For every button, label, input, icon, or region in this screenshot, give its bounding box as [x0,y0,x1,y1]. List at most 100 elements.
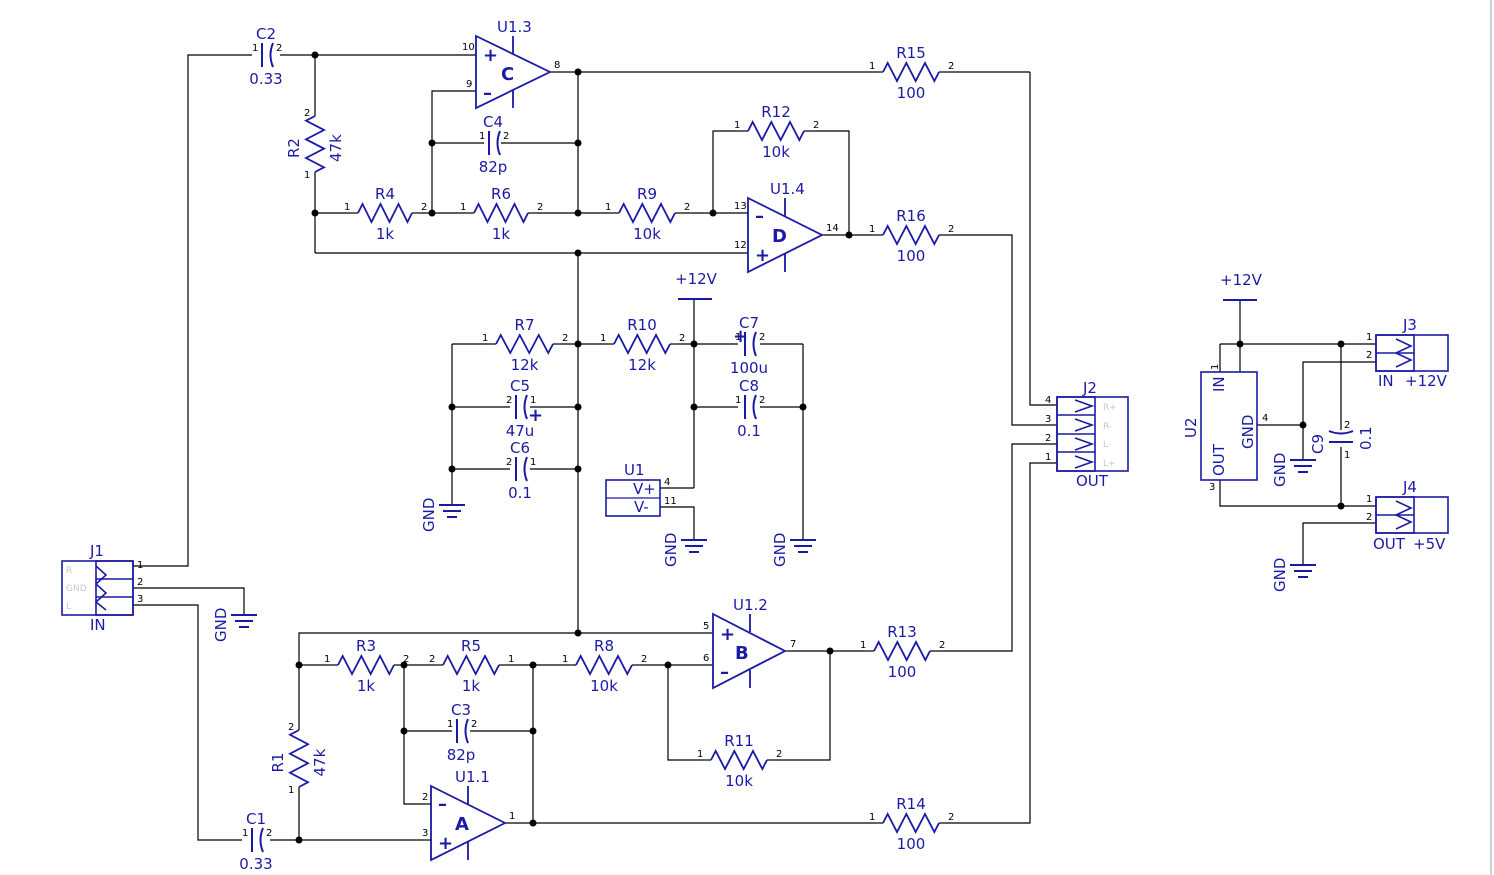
svg-text:7: 7 [790,639,796,650]
resistor-value: 12k [511,356,539,374]
j2-label: OUT [1076,472,1109,490]
svg-text:R-: R- [1103,422,1112,432]
pin-number: 2 [813,120,819,131]
u2-ref: U2 [1182,417,1200,438]
svg-text:5: 5 [703,621,709,632]
pin-number: 1 [460,202,466,213]
opamp-u1-4[interactable]: – + D U1.4 12 13 14 [734,180,839,274]
resistor-value: 10k [590,677,618,695]
pin-number: 2 [276,43,282,54]
pin-number: 2 [641,654,647,665]
resistor-ref: R15 [896,44,926,62]
ic-u1-power[interactable]: U1 V+ V- 4 11 [605,461,677,517]
opamp-letter: D [772,226,787,247]
resistor-ref: R7 [515,316,535,334]
connector-j2[interactable]: R+ R- L- L+ J2 OUT 4 3 2 1 [1045,379,1129,490]
svg-text:–: – [720,662,729,683]
resistor-value: 47k [327,134,345,162]
resistor-value: 12k [628,356,656,374]
pin-number: 2 [471,719,477,730]
resistor-ref: R6 [491,185,511,203]
opamp-letter: C [501,64,514,85]
pin-number: 1 [869,224,875,235]
connector-j4[interactable]: J4 OUT +5V 1 2 [1366,478,1449,553]
capacitor-value: 0.1 [508,484,532,502]
connector-j1[interactable]: R GND L J1 IN 1 2 3 [61,542,143,634]
resistor-ref: R2 [285,138,303,158]
resistor-ref: R13 [887,623,917,641]
svg-text:2: 2 [137,577,143,588]
opamp-u1-3[interactable]: + – C U1.3 10 9 8 [462,18,560,110]
plus-sign: + [720,624,735,645]
resistor-ref: R9 [637,185,657,203]
opamp-ref: U1.2 [733,596,768,614]
opamp-letter: A [455,814,469,835]
j4-ref: J4 [1402,478,1417,496]
svg-text:2: 2 [1366,512,1372,523]
svg-text:GND: GND [66,584,87,594]
resistor-value: 100 [888,663,917,681]
ground-symbol: GND [212,608,257,642]
ground-label: GND [1271,558,1289,592]
ground-label: GND [212,608,230,642]
svg-text:3: 3 [137,594,143,605]
svg-text:V-: V- [634,498,649,516]
resistor-value: 10k [762,143,790,161]
capacitor-value: 82p [479,158,508,176]
svg-text:1: 1 [137,560,143,571]
j3-ref: J3 [1402,316,1417,334]
vcc-symbol: +12V [675,270,718,300]
svg-text:12: 12 [734,240,747,251]
ic-u2-regulator[interactable]: U2 IN GND OUT 1 4 3 [1182,364,1268,493]
pin-number: 2 [948,61,954,72]
connector-j3[interactable]: J3 IN +12V 1 2 [1366,316,1449,390]
j2-ref: J2 [1082,379,1097,397]
pin-number: 1 [869,812,875,823]
pin-number: 2 [679,333,685,344]
svg-text:IN: IN [1210,376,1228,392]
svg-text:6: 6 [703,653,709,664]
resistor-value: 100 [897,835,926,853]
svg-text:+12V: +12V [1220,271,1263,289]
resistor-value: 1k [357,677,376,695]
pin-number: 1 [735,332,741,343]
svg-text:4: 4 [664,477,670,488]
pin-number: 2 [948,224,954,235]
ground-label: GND [662,533,680,567]
svg-text:8: 8 [554,60,560,71]
ground-label: GND [771,533,789,567]
svg-text:–: – [755,206,764,227]
opamp-u1-1[interactable]: – + A U1.1 3 2 1 [422,768,515,862]
opamp-u1-2[interactable]: + – B U1.2 5 6 7 [703,596,796,690]
plus-sign: + [733,326,748,347]
pin-number: 1 [562,654,568,665]
